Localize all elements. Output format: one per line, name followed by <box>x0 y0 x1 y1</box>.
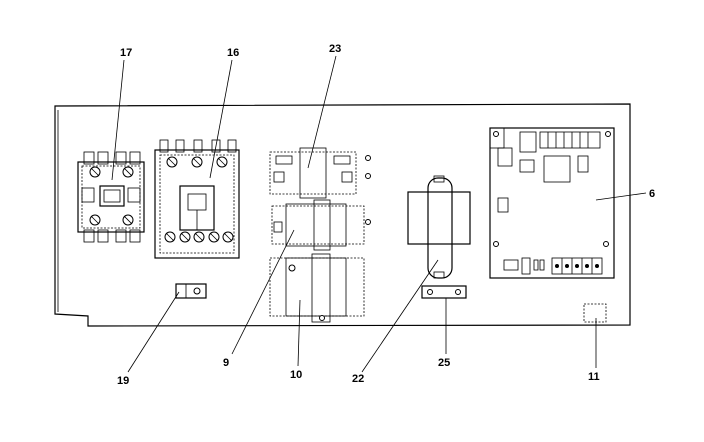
callout-labels: 17 16 23 6 19 9 10 22 25 11 <box>117 43 655 387</box>
label-10: 10 <box>290 369 302 381</box>
label-22: 22 <box>352 373 364 385</box>
contactor-small <box>77 151 145 243</box>
leader-lines <box>111 55 647 373</box>
label-9: 9 <box>223 357 229 369</box>
label-19: 19 <box>117 375 129 387</box>
label-16: 16 <box>227 47 239 59</box>
relay-middle <box>271 199 371 251</box>
contactor-large <box>154 139 240 259</box>
label-6: 6 <box>649 188 655 200</box>
label-25: 25 <box>438 357 450 369</box>
transformer <box>407 175 471 279</box>
relay-bottom <box>269 253 365 323</box>
relay-top <box>269 147 371 199</box>
label-11: 11 <box>588 371 600 383</box>
label-17: 17 <box>120 47 132 59</box>
label-23: 23 <box>329 43 341 55</box>
terminal <box>175 283 207 299</box>
mounting-panel <box>54 103 631 327</box>
bracket <box>421 285 467 299</box>
fuse <box>583 303 607 323</box>
control-board <box>489 127 615 279</box>
